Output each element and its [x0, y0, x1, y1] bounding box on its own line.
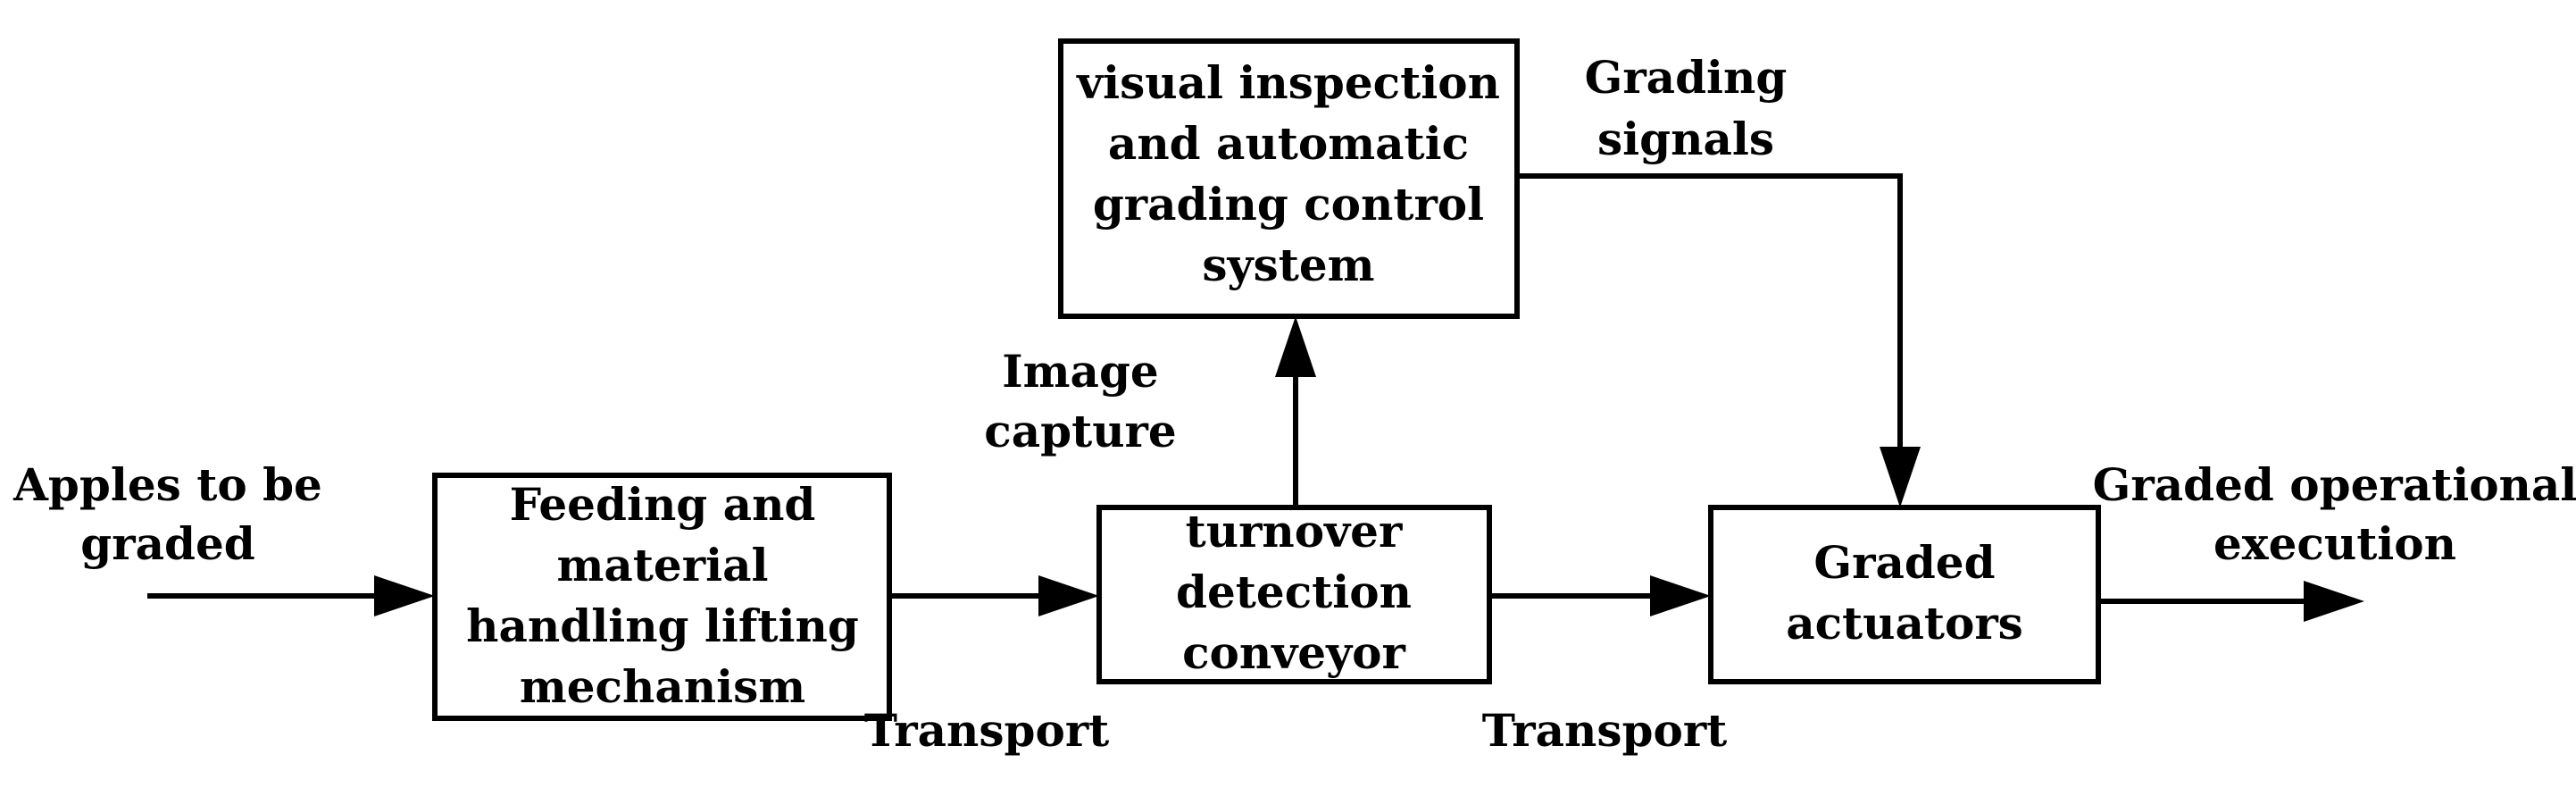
feeding-box: Feeding and material handling lifting me… — [432, 473, 892, 721]
feeding-box-line-1: Feeding and — [510, 478, 816, 531]
arrowhead-icon — [1275, 316, 1316, 377]
turnover-box: turnover detection conveyor — [1096, 505, 1492, 684]
input-label: Apples to be graded — [13, 458, 322, 570]
output-label: Graded operational execution — [2093, 458, 2576, 570]
inspection-box-line-2: and automatic — [1108, 117, 1469, 170]
inspection-box-line-3: grading control — [1093, 178, 1484, 231]
transport-arrow-1 — [889, 575, 1099, 616]
turnover-box-line-2: detection — [1176, 566, 1412, 618]
turnover-box-line-3: conveyor — [1182, 626, 1405, 679]
feeding-box-line-3: handling lifting — [466, 599, 859, 652]
turnover-box-line-1: turnover — [1186, 505, 1403, 557]
arrowhead-icon — [374, 575, 435, 616]
actuators-box-line-2: actuators — [1786, 597, 2023, 650]
actuators-box-line-1: Graded — [1813, 536, 1995, 589]
output-label-line-2: execution — [2213, 517, 2456, 570]
inspection-box-line-4: system — [1202, 239, 1374, 291]
arrowhead-icon — [1650, 575, 1711, 616]
transport-label-1: Transport — [864, 704, 1110, 757]
output-arrow — [2098, 581, 2364, 622]
transport-label-2: Transport — [1482, 704, 1728, 757]
inspection-box-line-1: visual inspection — [1076, 56, 1500, 109]
grading-signals-label-line-1: Grading — [1585, 51, 1788, 104]
input-label-line-2: graded — [80, 517, 254, 570]
grading-signals-arrow — [1517, 173, 1921, 507]
image-capture-label-line-2: capture — [984, 405, 1176, 457]
output-label-line-1: Graded operational — [2093, 458, 2576, 511]
actuators-box: Graded actuators — [1708, 505, 2101, 684]
image-capture-arrow — [1275, 316, 1316, 507]
feeding-box-line-2: material — [557, 539, 769, 591]
arrowhead-icon — [1038, 575, 1099, 616]
feeding-box-line-4: mechanism — [520, 660, 805, 713]
transport-arrow-2 — [1489, 575, 1711, 616]
grading-signals-label: Grading signals — [1585, 51, 1788, 165]
arrowhead-icon — [1880, 447, 1921, 507]
arrowhead-icon — [2304, 581, 2364, 622]
grading-signals-label-line-2: signals — [1597, 113, 1774, 165]
input-label-line-1: Apples to be — [13, 458, 322, 511]
image-capture-label-line-1: Image — [1002, 345, 1158, 398]
image-capture-label: Image capture — [984, 345, 1176, 457]
inspection-box: visual inspection and automatic grading … — [1058, 38, 1520, 319]
input-arrow — [147, 575, 435, 616]
